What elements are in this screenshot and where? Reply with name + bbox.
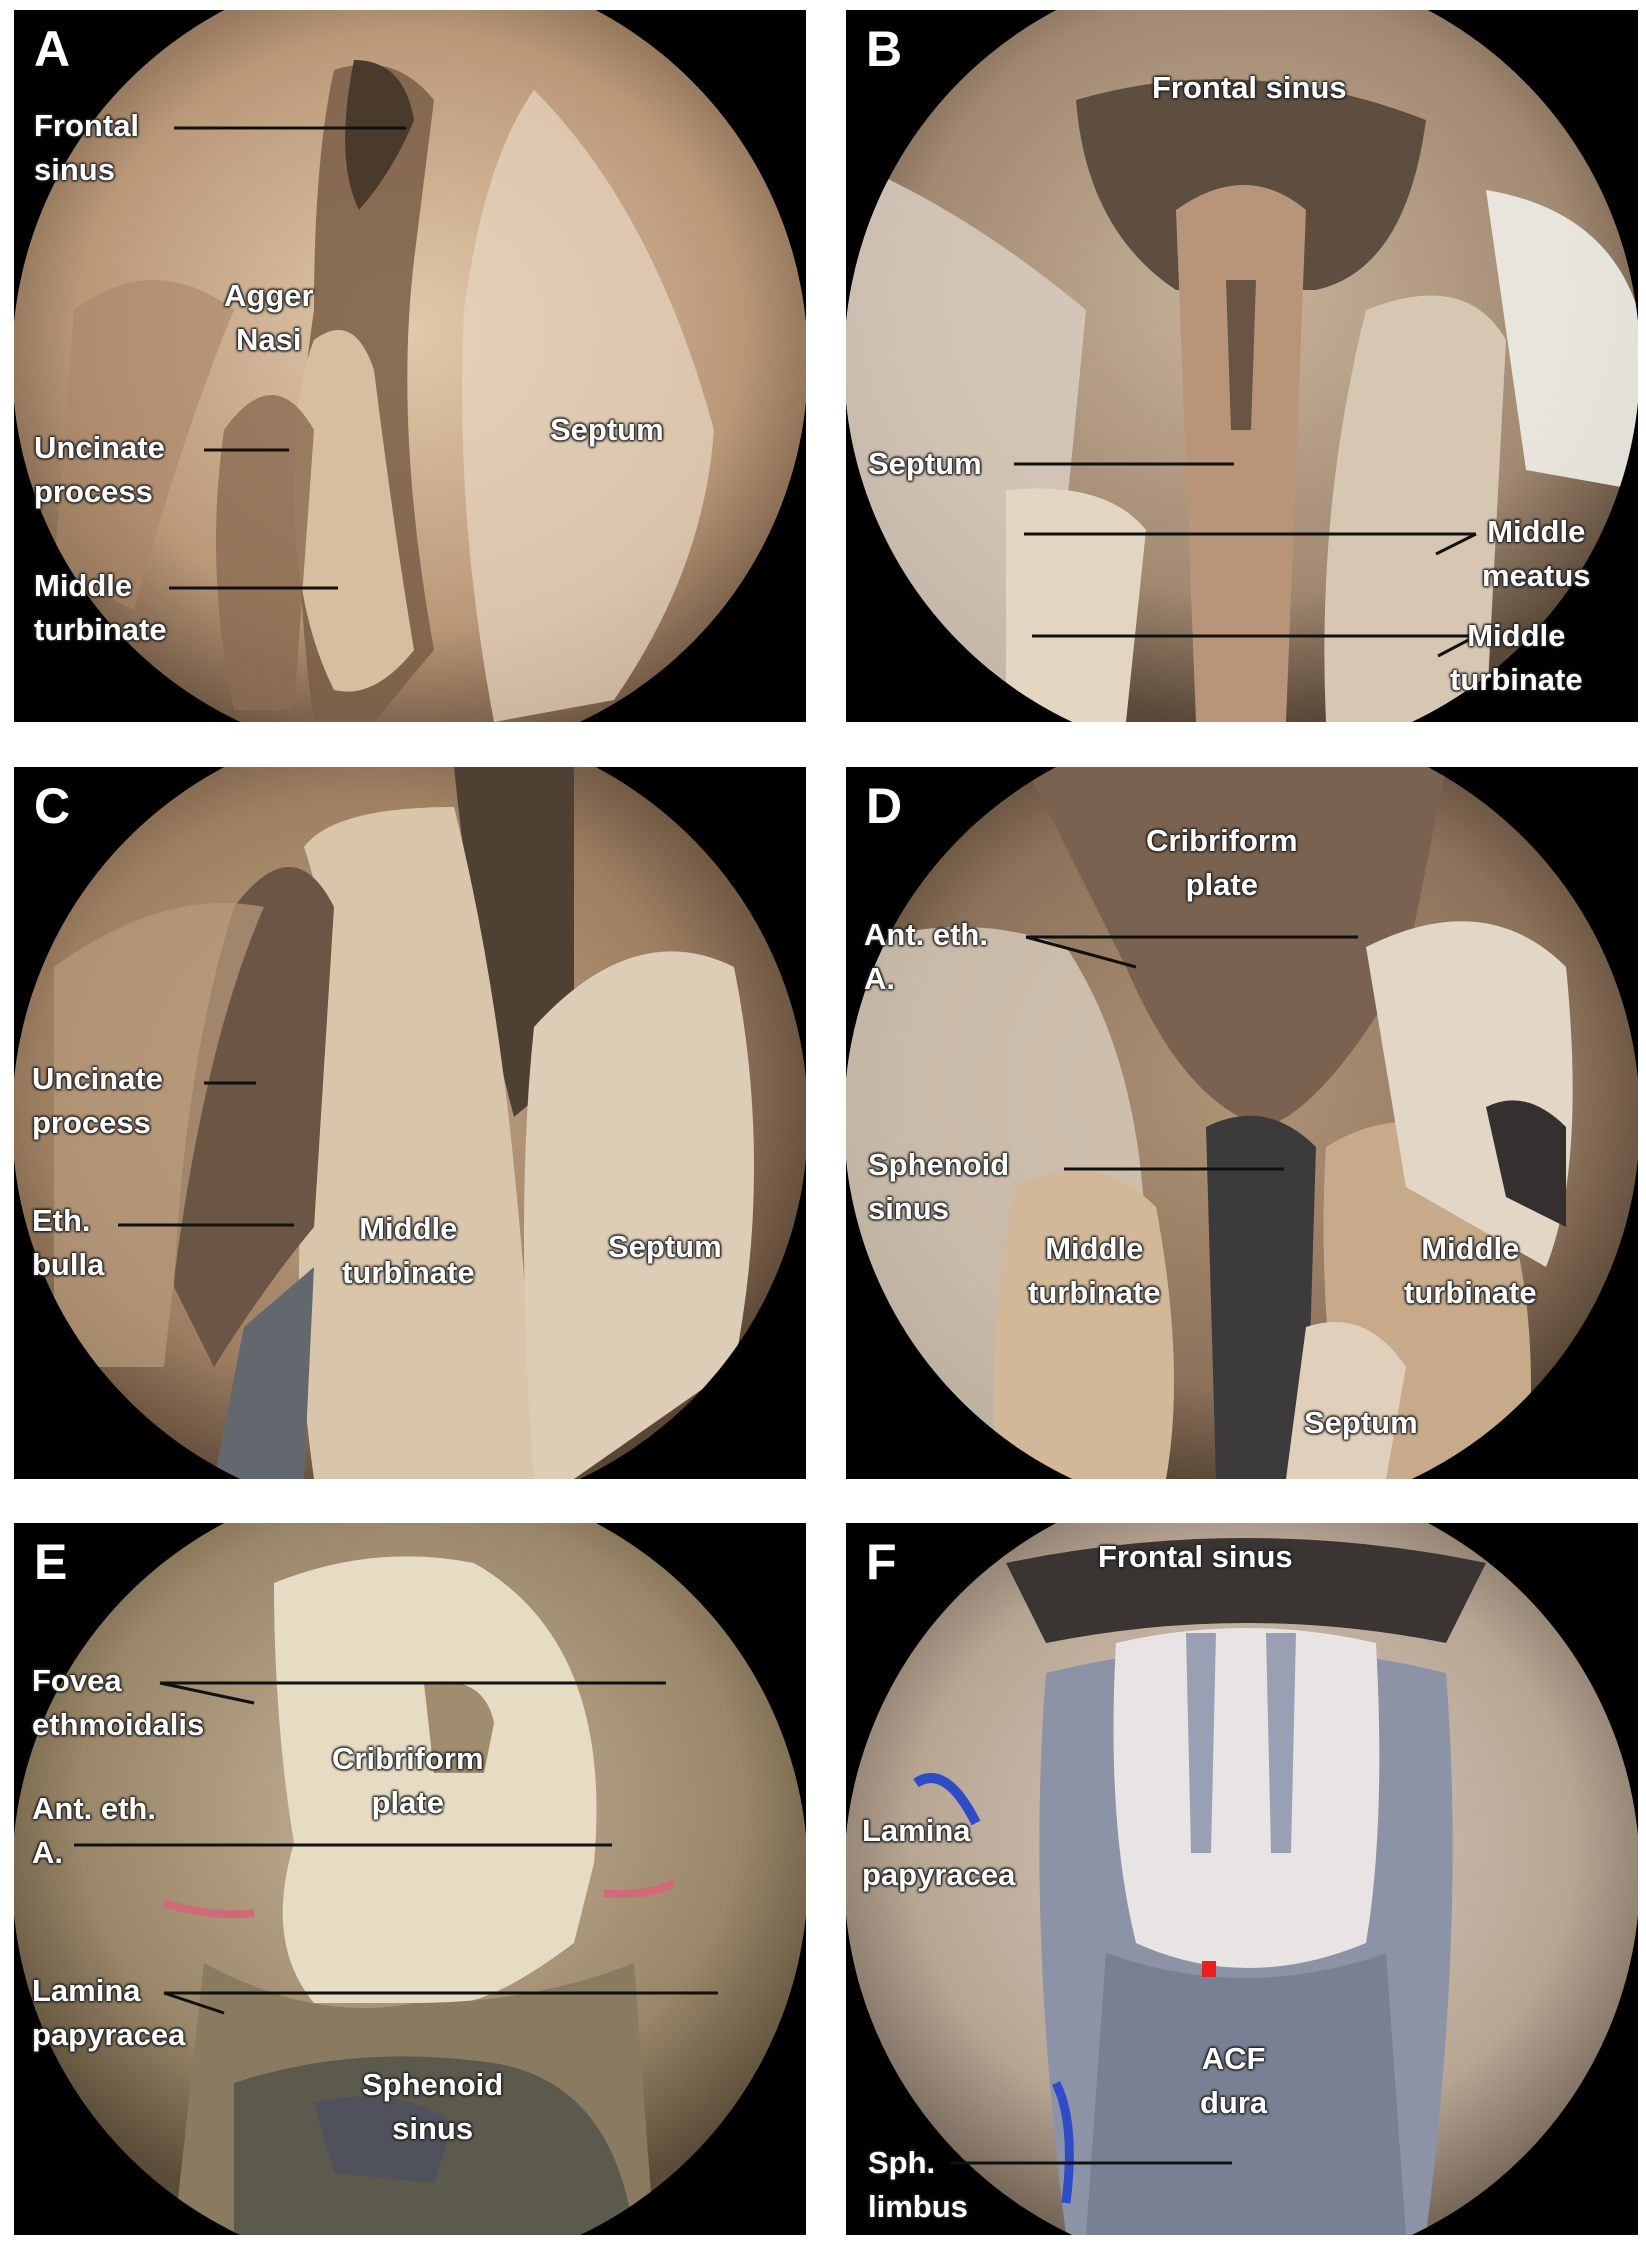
label-frontal-sinus: Frontal sinus (1098, 1539, 1293, 1574)
endoscopic-image-b (846, 10, 1638, 722)
endoscopic-image-a (14, 10, 806, 722)
leader-lines-d (1025, 935, 1358, 1171)
label-septum: Septum (868, 446, 982, 481)
endoscopic-image-d (846, 767, 1638, 1479)
endoscopic-image-e (14, 1523, 806, 2235)
label-sph-limbus: Sph.limbus (868, 2145, 968, 2224)
endoscopic-image-c (14, 767, 806, 1479)
label-frontal-sinus: Frontal sinus (1152, 70, 1347, 105)
panel-letter: D (866, 778, 903, 834)
leader-lines-e (74, 1681, 718, 2015)
label-eth-bulla: Eth.bulla (32, 1203, 105, 1282)
leader-lines-c (118, 1081, 294, 1227)
label-septum: Septum (550, 412, 664, 447)
panel-letter: E (34, 1534, 68, 1590)
panel-letter: C (34, 778, 71, 834)
leader-lines-b (1014, 462, 1477, 658)
panel-letter: B (866, 21, 903, 77)
leader-lines-f (950, 2161, 1232, 2165)
panel-letter: A (34, 21, 71, 77)
label-ant-eth-a: Ant. eth.A. (864, 917, 988, 996)
panel-letter: F (866, 1534, 897, 1590)
label-ant-eth-a: Ant. eth.A. (32, 1791, 156, 1870)
leader-lines-a (169, 126, 406, 590)
label-septum: Septum (1304, 1405, 1418, 1440)
label-septum: Septum (608, 1229, 722, 1264)
